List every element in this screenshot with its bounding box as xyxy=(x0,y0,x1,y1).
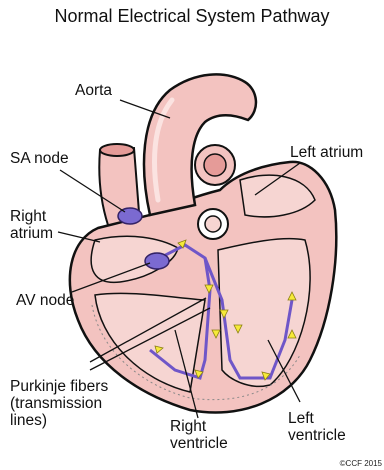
pulmonary-artery-opening xyxy=(204,154,226,176)
pulmonary-valve-opening xyxy=(205,216,221,232)
label-left-ventricle: Left ventricle xyxy=(288,410,346,444)
av-node xyxy=(145,253,169,269)
vena-cava-opening xyxy=(100,144,134,156)
label-right-atrium: Right atrium xyxy=(10,208,53,242)
label-purkinje-fibers: Purkinje fibers (transmission lines) xyxy=(10,378,108,429)
copyright: ©CCF 2015 xyxy=(340,459,382,468)
label-aorta: Aorta xyxy=(75,82,112,99)
label-left-atrium: Left atrium xyxy=(290,144,363,161)
label-right-ventricle: Right ventricle xyxy=(170,418,228,452)
label-sa-node: SA node xyxy=(10,150,69,167)
label-av-node: AV node xyxy=(16,292,74,309)
